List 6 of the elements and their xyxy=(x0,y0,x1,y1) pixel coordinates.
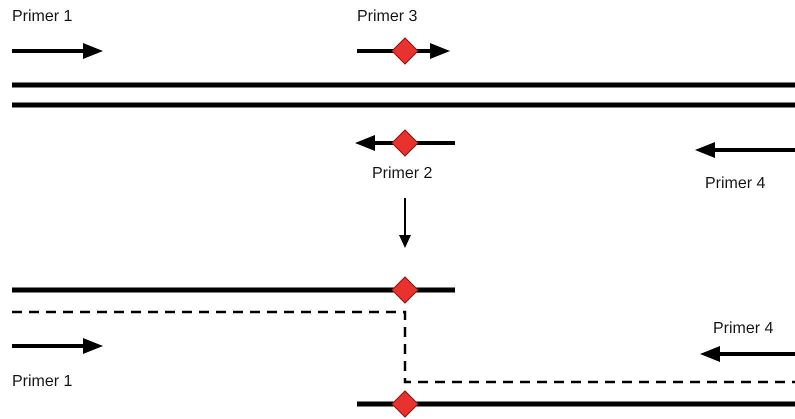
primer-label: Primer 1 xyxy=(12,7,72,27)
primer-label: Primer 4 xyxy=(713,319,774,339)
primer-label: Primer 4 xyxy=(705,174,766,194)
primer-label: Primer 1 xyxy=(12,372,72,392)
primer-label: Primer 2 xyxy=(372,164,432,184)
primer-label: Primer 3 xyxy=(357,7,418,27)
